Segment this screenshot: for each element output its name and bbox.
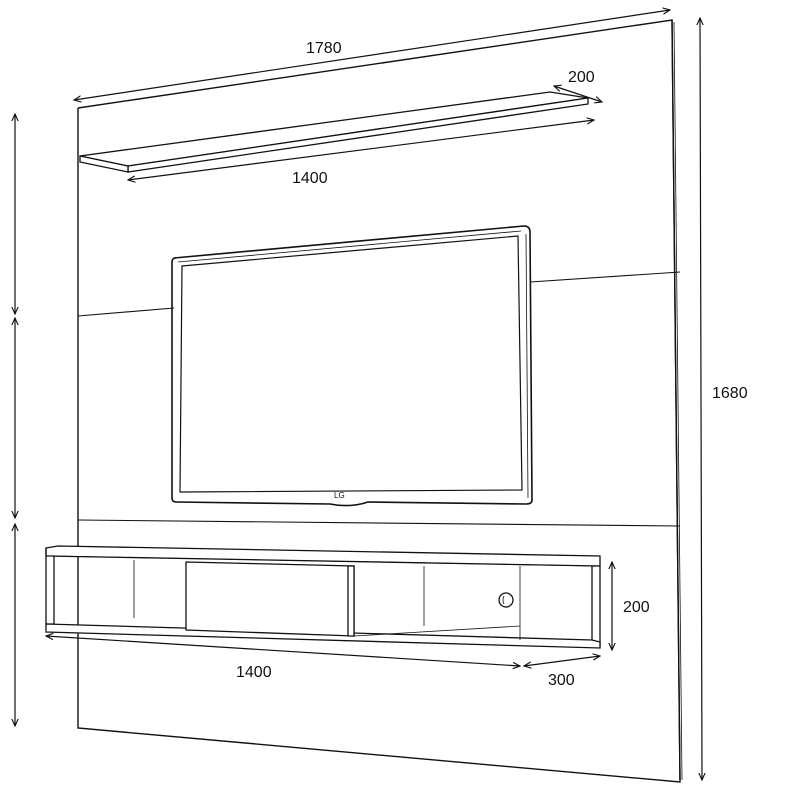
dim-line-rack-depth xyxy=(524,656,600,666)
top-shelf xyxy=(79,91,589,173)
dimension-lines xyxy=(15,10,702,780)
label-top-shelf-depth: 200 xyxy=(568,69,595,86)
label-top-shelf-length: 1400 xyxy=(292,170,328,187)
dim-line-rack-length xyxy=(46,636,520,666)
label-rack-length: 1400 xyxy=(236,664,272,681)
dim-line-top-shelf-depth xyxy=(554,86,602,102)
label-rack-depth: 300 xyxy=(548,672,575,689)
label-panel-width: 1780 xyxy=(306,40,342,57)
tv-logo: LG xyxy=(334,491,345,500)
dim-line-top-shelf-length xyxy=(128,120,594,180)
rack-drawer xyxy=(185,561,355,637)
tv-bezel xyxy=(171,225,533,507)
cable-hole xyxy=(498,592,514,608)
tv-screen xyxy=(179,235,523,493)
dim-line-panel-width xyxy=(74,10,670,100)
label-rack-height: 200 xyxy=(623,599,650,616)
tv: LG xyxy=(171,225,533,507)
label-panel-height: 1680 xyxy=(712,385,748,402)
tv-rack xyxy=(45,545,601,649)
panel-grooves xyxy=(77,271,681,527)
dim-line-panel-height xyxy=(700,18,702,780)
